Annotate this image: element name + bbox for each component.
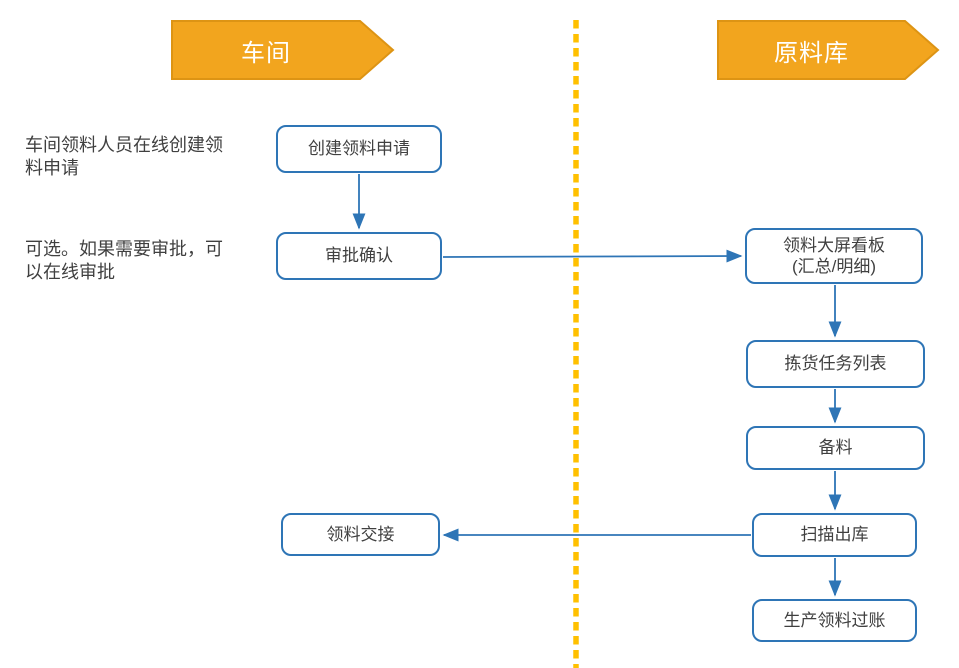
node-production-material-posting: 生产领料过账 — [752, 599, 917, 642]
node-material-handover: 领料交接 — [281, 513, 440, 556]
arrow-approve-to-dashboard — [442, 249, 743, 263]
note-optional-approval: 可选。如果需要审批，可 以在线审批 — [25, 239, 223, 283]
workshop-lane-header-shape — [171, 20, 395, 80]
note-create-request: 车间领料人员在线创建领 料申请 — [25, 135, 223, 179]
node-prepare-material: 备料 — [746, 426, 925, 470]
node-create-material-request: 创建领料申请 — [276, 125, 442, 173]
warehouse-lane-header-shape — [717, 20, 940, 80]
node-scan-outbound: 扫描出库 — [752, 513, 917, 557]
node-approval-confirmation: 审批确认 — [276, 232, 442, 280]
warehouse-lane-label: 原料库 — [774, 39, 849, 67]
node-picking-task-list: 拣货任务列表 — [746, 340, 925, 388]
node-material-dashboard: 领料大屏看板 (汇总/明细) — [745, 228, 923, 284]
workshop-lane-label: 车间 — [241, 39, 291, 67]
